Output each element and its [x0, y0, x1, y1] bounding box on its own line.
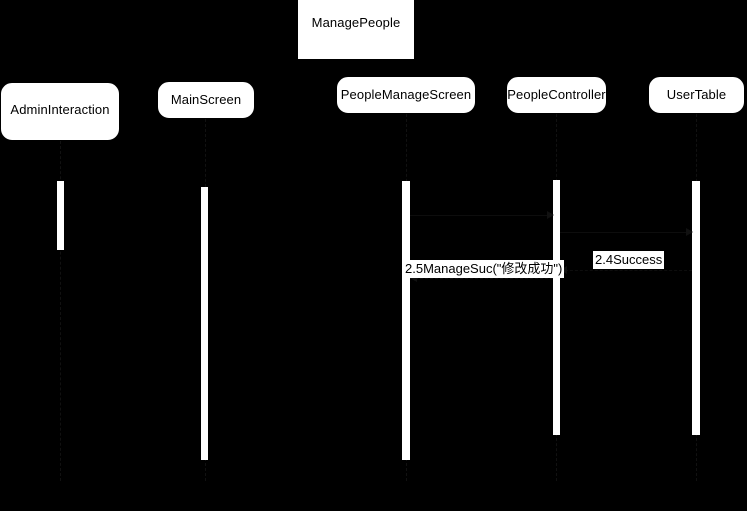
message-label-2-4-success: 2.4Success: [593, 251, 665, 269]
participant-label: PeopleManageScreen: [340, 87, 472, 103]
activation-bar-user-table: [692, 181, 700, 435]
message-line-2[interactable]: [560, 232, 692, 233]
activation-bar-admin-interaction: [57, 181, 64, 250]
participant-people-controller[interactable]: PeopleController: [506, 76, 607, 114]
participant-user-table[interactable]: UserTable: [648, 76, 745, 114]
participant-main-screen[interactable]: MainScreen: [157, 81, 255, 119]
participant-admin-interaction[interactable]: AdminInteraction: [0, 82, 120, 141]
frame-manage-people: ManagePeople: [297, 0, 415, 60]
participant-label: MainScreen: [170, 92, 242, 108]
arrow-head-right-icon: [686, 228, 693, 236]
message-line-4[interactable]: [410, 278, 553, 279]
arrow-head-left-icon: [410, 274, 417, 282]
lifeline-admin-interaction: [60, 141, 61, 481]
participant-label: UserTable: [666, 87, 727, 103]
activation-bar-main-screen: [201, 187, 208, 460]
participant-label: AdminInteraction: [10, 102, 110, 118]
message-label-2-5-manage-suc: 2.5ManageSuc("修改成功"): [403, 260, 565, 278]
arrow-head-right-icon: [547, 211, 554, 219]
participant-people-manage-screen[interactable]: PeopleManageScreen: [336, 76, 476, 114]
message-line-3[interactable]: [560, 270, 692, 271]
frame-label: ManagePeople: [311, 15, 401, 30]
message-line-1[interactable]: [410, 215, 553, 216]
participant-label: PeopleController: [507, 87, 606, 103]
activation-bar-people-controller: [553, 180, 560, 435]
activation-bar-people-manage-screen: [402, 181, 410, 460]
